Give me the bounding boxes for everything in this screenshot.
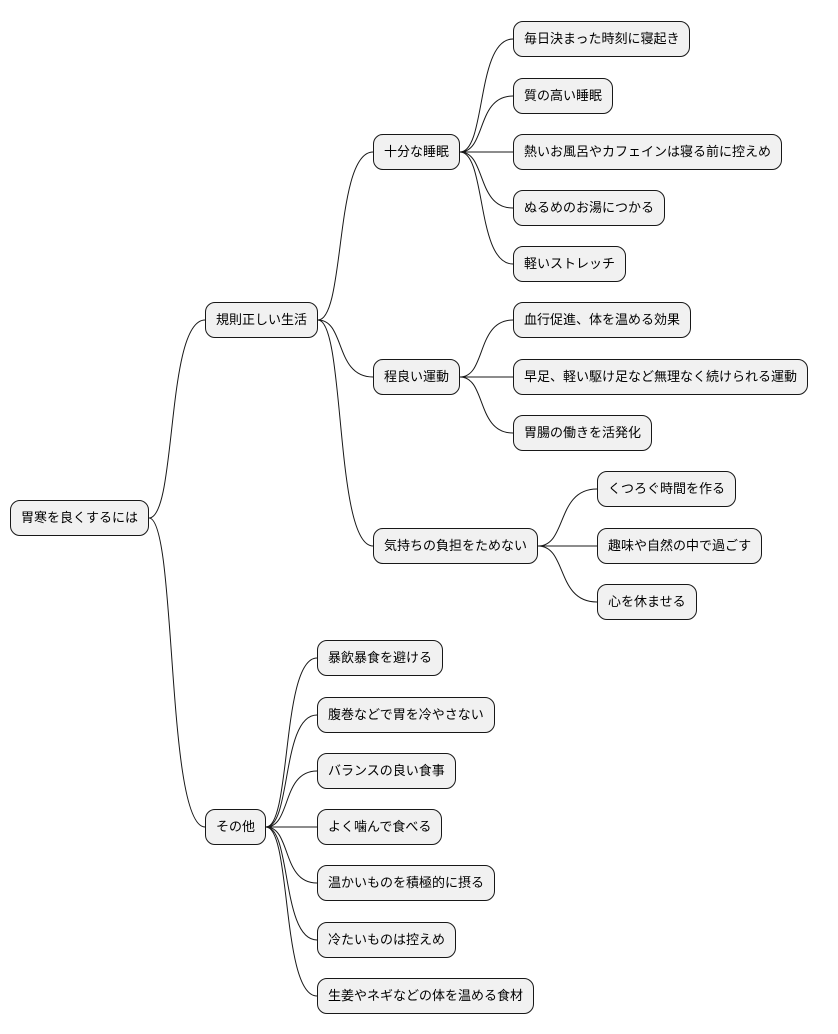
connector-line: [459, 38, 514, 153]
leaf-node: 冷たいものは控えめ: [317, 922, 457, 958]
connector-line: [537, 488, 598, 547]
connector-line: [148, 517, 206, 828]
leaf-node: 早足、軽い駆け足など無理なく続けられる運動: [513, 359, 809, 395]
leaf-node: 腹巻などで胃を冷やさない: [317, 697, 495, 733]
root-node: 胃寒を良くするには: [10, 500, 150, 536]
branch-node-others: その他: [205, 809, 267, 845]
leaf-node: 心を休ませる: [597, 584, 697, 620]
leaf-node: バランスの良い食事: [317, 753, 456, 789]
connector-line: [265, 770, 318, 828]
leaf-node: くつろぐ時間を作る: [597, 471, 737, 507]
leaf-node: 質の高い睡眠: [513, 78, 614, 114]
connector-line: [265, 826, 318, 997]
connector-line: [459, 151, 514, 209]
leaf-node: 胃腸の働きを活発化: [513, 415, 653, 451]
sub-branch-node-exercise: 程良い運動: [373, 359, 461, 395]
leaf-node: 熱いお風呂やカフェインは寝る前に控えめ: [513, 134, 783, 170]
leaf-node: 血行促進、体を温める効果: [513, 302, 692, 338]
connector-line: [317, 151, 374, 321]
connector-line: [148, 319, 206, 519]
connector-line: [317, 319, 374, 547]
leaf-node: ぬるめのお湯につかる: [513, 190, 666, 226]
sub-branch-node-sleep: 十分な睡眠: [373, 134, 461, 170]
connector-line: [265, 826, 318, 884]
sub-branch-node-stress: 気持ちの負担をためない: [373, 528, 539, 564]
leaf-node: 趣味や自然の中で過ごす: [597, 528, 763, 564]
connector-line: [537, 545, 598, 603]
leaf-node: 軽いストレッチ: [513, 246, 627, 282]
leaf-node: 生姜やネギなどの体を温める食材: [317, 978, 535, 1014]
connector-line: [265, 657, 318, 828]
leaf-node: よく噛んで食べる: [317, 809, 443, 845]
leaf-node: 毎日決まった時刻に寝起き: [513, 21, 691, 57]
connector-line: [265, 826, 318, 941]
connector-line: [317, 319, 374, 378]
branch-node-regular-lifestyle: 規則正しい生活: [205, 302, 319, 338]
connector-line: [265, 714, 318, 828]
connector-line: [459, 376, 514, 434]
connector-line: [459, 319, 514, 378]
leaf-node: 温かいものを積極的に摂る: [317, 865, 496, 901]
connector-line: [459, 151, 514, 265]
leaf-node: 暴飲暴食を避ける: [317, 640, 444, 676]
connector-line: [459, 95, 514, 153]
